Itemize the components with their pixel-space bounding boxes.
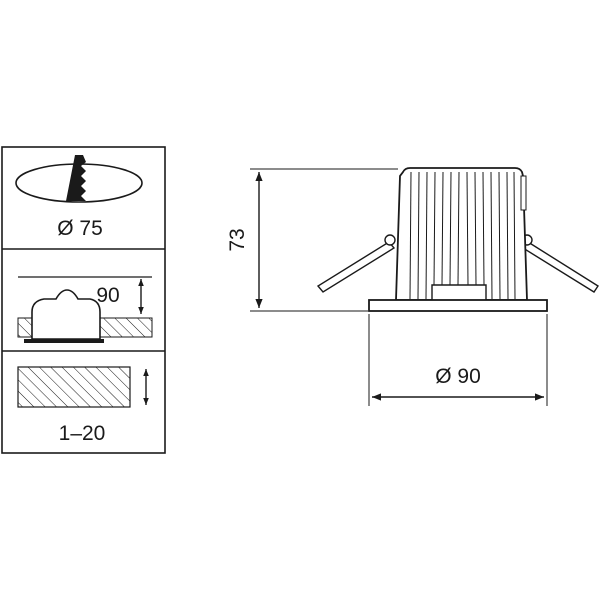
- panel-frame: [1, 146, 166, 454]
- luminaire-profile: [31, 289, 101, 340]
- cooling-fins: [409, 171, 516, 300]
- height-label: 73: [226, 228, 249, 251]
- cooling-fin: [466, 171, 469, 286]
- recess-cell: 90: [17, 276, 153, 343]
- cooling-fin: [498, 171, 501, 300]
- cooling-fin: [506, 171, 509, 300]
- cooling-fin: [474, 171, 477, 286]
- spring-clip-right: [521, 234, 599, 293]
- spring-clip-left: [316, 234, 396, 293]
- recess-depth-label: 90: [96, 284, 119, 307]
- cooling-fin: [457, 171, 460, 286]
- body-notch: [431, 284, 487, 300]
- cooling-fin: [513, 171, 516, 300]
- cooling-fin: [490, 171, 493, 300]
- cooling-fin: [482, 171, 485, 286]
- cooling-fin: [433, 171, 436, 286]
- luminaire-flange-main: [368, 299, 548, 312]
- heat-sink-body: [395, 167, 528, 301]
- cooling-fin: [409, 171, 412, 300]
- cooling-fin: [449, 171, 452, 286]
- installation-panel: Ø 75 90 1–20: [1, 146, 166, 454]
- side-tab: [520, 175, 527, 211]
- thickness-cell: 1–20: [17, 366, 149, 445]
- ceiling-board: [17, 366, 131, 408]
- diameter-label: Ø 90: [435, 365, 481, 388]
- luminaire-flange: [24, 339, 104, 343]
- cooling-fin: [425, 171, 428, 300]
- cutout-cell: Ø 75: [15, 155, 143, 240]
- cooling-fin: [417, 171, 420, 300]
- cutout-diameter-label: Ø 75: [57, 217, 103, 240]
- cooling-fin: [441, 171, 444, 286]
- ceiling-thickness-label: 1–20: [59, 422, 106, 445]
- hole-saw-icon: [66, 155, 86, 201]
- product-view: 73 Ø 90: [226, 167, 599, 406]
